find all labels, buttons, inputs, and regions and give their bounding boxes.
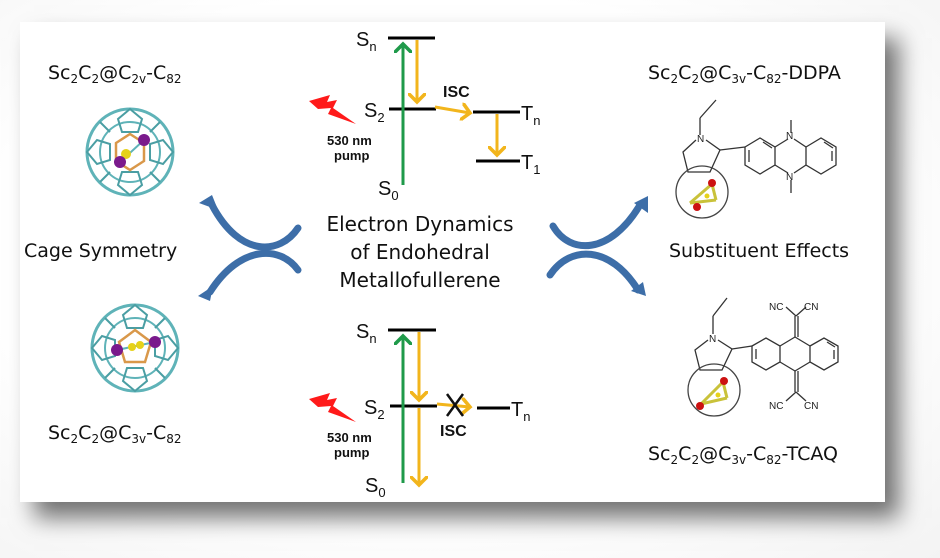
label-s0: S0 — [365, 475, 386, 500]
label-t1: T1 — [521, 152, 540, 177]
nitrile-label: CN — [804, 302, 818, 313]
fullerene-c3v-icon — [90, 303, 180, 393]
tcaq-structure-icon — [687, 297, 839, 417]
label-tn: Tn — [521, 103, 540, 128]
energy-diagram-bottom: Sn S2 S0 Tn ISC 530 nm pump — [309, 321, 530, 500]
label-sn: Sn — [356, 321, 377, 346]
arrowhead-icon — [634, 196, 648, 213]
label-isc: ISC — [440, 423, 467, 440]
label-tn: Tn — [511, 399, 530, 424]
atom-n-label: N — [786, 131, 793, 142]
label-isc: ISC — [443, 84, 470, 101]
atom-n-label: N — [709, 334, 716, 345]
formula-c2v: Sc2C2@C2v-C82 — [48, 62, 182, 86]
figure-card — [20, 22, 885, 502]
label-sn: Sn — [356, 29, 377, 54]
atom-n-label: N — [697, 134, 704, 145]
label-s2: S2 — [364, 397, 385, 422]
title-line-1: Electron Dynamics — [326, 212, 514, 236]
formula-tcaq: Sc2C2@C3v-C82-TCAQ — [648, 443, 839, 467]
atom-n-label: N — [786, 172, 793, 183]
curved-arrow-up-icon — [208, 201, 302, 251]
substituent-effects-label: Substituent Effects — [669, 240, 850, 262]
title-line-2: of Endohedral — [350, 240, 490, 264]
pump-wavelength: 530 nm — [327, 430, 372, 445]
formula-c3v: Sc2C2@C3v-C82 — [48, 422, 182, 446]
nitrile-label: NC — [769, 401, 783, 412]
arrowhead-icon — [199, 195, 218, 210]
ddpa-structure-icon — [675, 99, 837, 219]
curved-arrow-down-icon — [206, 249, 302, 296]
label-s0: S0 — [378, 178, 399, 203]
blocked-x-icon — [445, 393, 465, 417]
arrowhead-icon — [631, 282, 646, 296]
curved-arrows-right — [546, 196, 648, 296]
center-title: Electron Dynamics of Endohedral Metallof… — [300, 210, 540, 294]
arrowhead-icon — [198, 286, 213, 301]
cage-symmetry-label: Cage Symmetry — [24, 240, 178, 262]
nitrile-label: CN — [804, 401, 818, 412]
energy-diagram-top: Sn S2 S0 Tn T1 ISC 530 nm pump — [309, 29, 540, 203]
formula-ddpa: Sc2C2@C3v-C82-DDPA — [648, 62, 841, 86]
fullerene-c2v-icon — [85, 107, 175, 197]
lightning-bolt-icon — [309, 95, 356, 124]
pump-label: pump — [334, 148, 369, 163]
isc-arrow — [434, 107, 470, 113]
lightning-bolt-icon — [309, 393, 356, 422]
title-line-3: Metallofullerene — [339, 268, 501, 292]
pump-label: pump — [334, 445, 369, 460]
curved-arrow-up-icon — [549, 201, 644, 250]
curved-arrows-left — [198, 195, 302, 301]
pump-wavelength: 530 nm — [327, 133, 372, 148]
nitrile-label: NC — [769, 302, 783, 313]
label-s2: S2 — [364, 100, 385, 125]
curved-arrow-down-icon — [546, 250, 642, 294]
